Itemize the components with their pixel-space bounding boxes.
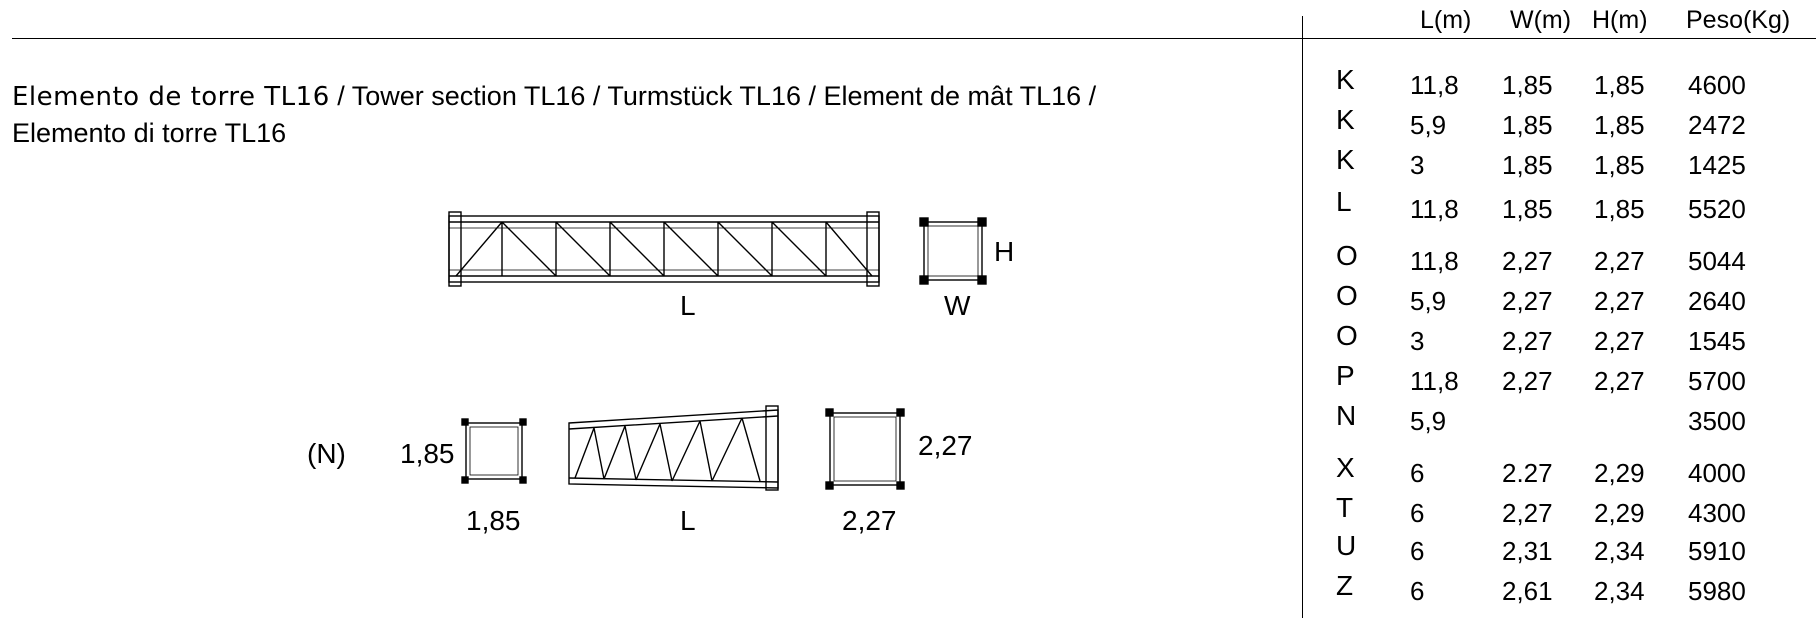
row-length: 5,9 (1410, 406, 1447, 436)
row-width: 1,85 (1502, 70, 1553, 100)
row-weight: 1425 (1688, 150, 1746, 180)
row-length: 3 (1410, 326, 1425, 356)
n-section-cross-view-large (825, 408, 905, 490)
row-height: 1,85 (1594, 70, 1645, 100)
row-code: X (1336, 452, 1355, 483)
n-length-label: L (680, 505, 696, 536)
table-divider (1302, 16, 1303, 618)
row-code: U (1336, 530, 1357, 561)
row-code: O (1336, 320, 1358, 351)
row-code: P (1336, 360, 1355, 391)
row-height: 1,85 (1594, 150, 1645, 180)
row-weight: 5520 (1688, 194, 1746, 224)
row-height: 2,29 (1594, 458, 1645, 488)
n-bottom-right-label: 2,27 (842, 505, 897, 536)
row-code: Z (1336, 570, 1354, 601)
row-length: 11,8 (1410, 366, 1459, 396)
row-weight: 2640 (1688, 286, 1746, 316)
row-length: 11,8 (1410, 194, 1459, 224)
row-width: 1,85 (1502, 150, 1553, 180)
title-lead: Elemento de torre TL16 (12, 82, 330, 112)
row-length: 6 (1410, 458, 1425, 488)
row-height: 1,85 (1594, 110, 1645, 140)
tower-section-side-view (448, 211, 880, 287)
row-width: 2,27 (1502, 498, 1553, 528)
row-length: 11,8 (1410, 246, 1459, 276)
row-height: 2,27 (1594, 326, 1645, 356)
header-height: H(m) (1592, 6, 1648, 34)
n-bottom-label: 1,85 (466, 505, 521, 536)
row-width: 1,85 (1502, 110, 1553, 140)
row-length: 5,9 (1410, 286, 1447, 316)
row-weight: 4600 (1688, 70, 1746, 100)
row-code: L (1336, 186, 1352, 217)
row-height: 2,29 (1594, 498, 1645, 528)
tower-section-drawing (448, 211, 987, 491)
row-code: O (1336, 280, 1358, 311)
top-length-label: L (680, 290, 696, 321)
row-weight: 3500 (1688, 406, 1746, 436)
row-width: 2,27 (1502, 366, 1553, 396)
row-length: 6 (1410, 498, 1425, 528)
row-width: 2,61 (1502, 576, 1553, 606)
row-height: 2,34 (1594, 536, 1645, 566)
section-title: Elemento de torre TL16 / Tower section T… (12, 78, 1302, 151)
row-code: N (1336, 400, 1357, 431)
row-length: 6 (1410, 576, 1425, 606)
row-weight: 4000 (1688, 458, 1746, 488)
row-height: 1,85 (1594, 194, 1645, 224)
row-length: 11,8 (1410, 70, 1459, 100)
row-length: 6 (1410, 536, 1425, 566)
n-section-label: (N) (307, 438, 346, 469)
title-line2: Elemento di torre TL16 (12, 118, 287, 148)
row-length: 5,9 (1410, 110, 1447, 140)
row-weight: 5044 (1688, 246, 1746, 276)
row-width: 2.27 (1502, 458, 1553, 488)
row-width: 2,31 (1502, 536, 1553, 566)
row-weight: 5980 (1688, 576, 1746, 606)
row-weight: 2472 (1688, 110, 1746, 140)
row-height: 2,27 (1594, 246, 1645, 276)
n-side-right-label: 2,27 (918, 430, 973, 461)
n-section-side-view (568, 405, 779, 491)
row-width: 2,27 (1502, 326, 1553, 356)
row-weight: 5910 (1688, 536, 1746, 566)
header-width: W(m) (1510, 6, 1572, 34)
row-code: O (1336, 240, 1358, 271)
row-code: K (1336, 104, 1355, 135)
row-height: 2,27 (1594, 286, 1645, 316)
top-height-label: H (994, 236, 1015, 267)
tower-section-cross-view (919, 217, 987, 285)
row-code: K (1336, 64, 1355, 95)
row-weight: 1545 (1688, 326, 1746, 356)
row-length: 3 (1410, 150, 1425, 180)
header-rule (12, 38, 1816, 39)
row-weight: 5700 (1688, 366, 1746, 396)
title-rest: / Tower section TL16 / Turmstück TL16 / … (329, 81, 1097, 111)
n-side-label: 1,85 (400, 438, 455, 469)
top-width-label: W (944, 290, 971, 321)
row-height: 2,27 (1594, 366, 1645, 396)
row-weight: 4300 (1688, 498, 1746, 528)
header-weight: Peso(Kg) (1686, 6, 1791, 34)
row-width: 2,27 (1502, 246, 1553, 276)
header-length: L(m) (1420, 6, 1472, 34)
row-code: T (1336, 492, 1354, 523)
row-width: 2,27 (1502, 286, 1553, 316)
row-code: K (1336, 144, 1355, 175)
row-width: 1,85 (1502, 194, 1553, 224)
row-height: 2,34 (1594, 576, 1645, 606)
n-section-cross-view-small (461, 418, 527, 484)
